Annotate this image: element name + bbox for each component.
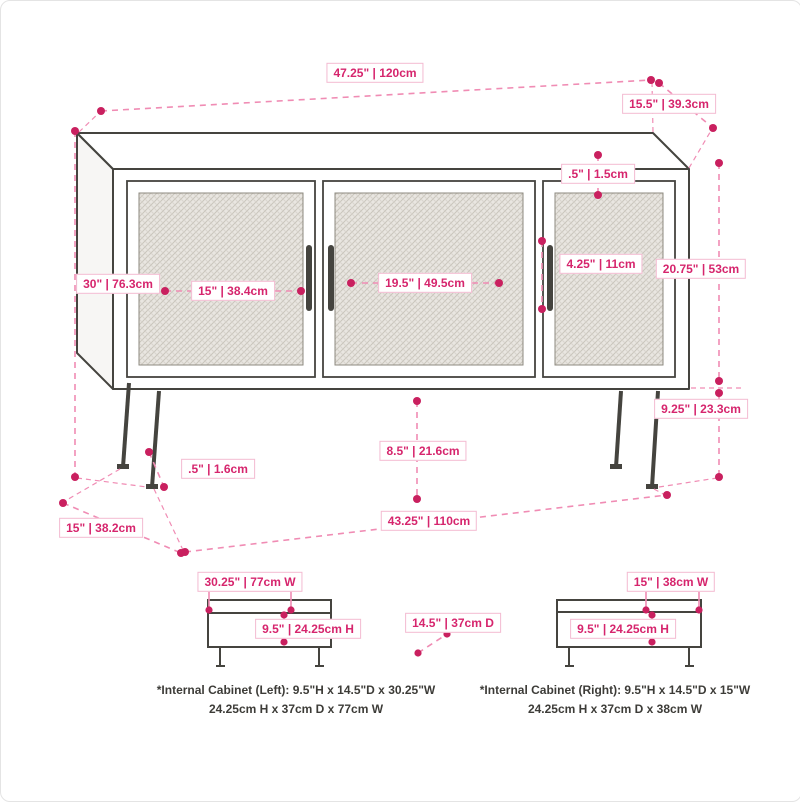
front-left-foot bbox=[146, 484, 158, 489]
dim-label-left-door-width: 15" | 38.4cm bbox=[191, 280, 275, 302]
dim-extension-line bbox=[658, 477, 718, 488]
dimension-endpoint-dot bbox=[715, 389, 723, 397]
dimension-endpoint-dot bbox=[145, 448, 153, 456]
left-door-handle bbox=[306, 245, 312, 311]
dim-label-top-width: 47.25" | 120cm bbox=[326, 62, 424, 84]
dimension-endpoint-dot bbox=[287, 606, 295, 614]
dimension-endpoint-dot bbox=[347, 279, 355, 287]
dimension-endpoint-dot bbox=[538, 305, 546, 313]
dim-label-top-depth: 15.5" | 39.3cm bbox=[622, 93, 716, 115]
dim-label-internal-left-height: 9.5" | 24.25cm H bbox=[255, 618, 361, 640]
dim-label-frame-thickness: .5" | 1.5cm bbox=[561, 163, 635, 185]
dimension-endpoint-dot bbox=[715, 159, 723, 167]
dim-extension-line bbox=[64, 468, 121, 502]
dim-label-internal-right-width: 15" | 38cm W bbox=[626, 571, 716, 593]
dim-label-leg-thickness: .5" | 1.6cm bbox=[181, 458, 255, 480]
dimension-endpoint-dot bbox=[647, 76, 655, 84]
dimension-endpoint-dot bbox=[695, 606, 703, 614]
dim-label-middle-door-width: 19.5" | 49.5cm bbox=[378, 272, 472, 294]
back-right-leg bbox=[614, 390, 623, 468]
dim-label-internal-left-width: 30.25" | 77cm W bbox=[197, 571, 303, 593]
dimension-endpoint-dot bbox=[655, 79, 663, 87]
dimension-endpoint-dot bbox=[97, 107, 105, 115]
dimension-endpoint-dot bbox=[495, 279, 503, 287]
dimension-endpoint-dot bbox=[413, 397, 421, 405]
dimension-endpoint-dot bbox=[413, 495, 421, 503]
front-right-foot bbox=[646, 484, 658, 489]
dimension-endpoint-dot bbox=[648, 611, 656, 619]
dim-label-internal-right-height: 9.5" | 24.25cm H bbox=[570, 618, 676, 640]
internal-left-caption-line2: 24.25cm H x 37cm D x 77cm W bbox=[208, 702, 384, 717]
dimension-endpoint-dot bbox=[709, 124, 717, 132]
dim-label-internal-depth: 14.5" | 37cm D bbox=[405, 612, 501, 634]
dim-label-height: 30" | 76.3cm bbox=[76, 273, 160, 295]
right-door-handle bbox=[547, 245, 553, 311]
internal-left-caption: *Internal Cabinet (Left): 9.5"H x 14.5"D… bbox=[157, 681, 435, 719]
internal-right-caption: *Internal Cabinet (Right): 9.5"H x 14.5"… bbox=[480, 681, 750, 719]
dim-label-handle-length: 4.25" | 11cm bbox=[559, 253, 643, 275]
dimension-endpoint-dot bbox=[414, 649, 422, 657]
dim-extension-line bbox=[153, 488, 184, 551]
dimension-endpoint-dot bbox=[59, 499, 67, 507]
back-left-foot bbox=[117, 464, 129, 469]
dimension-endpoint-dot bbox=[297, 287, 305, 295]
dim-extension-line bbox=[76, 477, 148, 488]
dimension-endpoint-dot bbox=[160, 483, 168, 491]
dimension-endpoint-dot bbox=[715, 473, 723, 481]
dimension-endpoint-dot bbox=[538, 237, 546, 245]
middle-door-handle bbox=[328, 245, 334, 311]
dimension-endpoint-dot bbox=[71, 127, 79, 135]
dimension-endpoint-dot bbox=[280, 611, 288, 619]
dimension-endpoint-dot bbox=[205, 606, 213, 614]
dim-label-base-depth: 15" | 38.2cm bbox=[59, 517, 143, 539]
dim-label-leg-height: 9.25" | 23.3cm bbox=[654, 398, 748, 420]
back-left-leg bbox=[121, 382, 131, 468]
dimension-lines bbox=[59, 76, 745, 557]
dimension-endpoint-dot bbox=[594, 151, 602, 159]
dimension-endpoint-dot bbox=[715, 377, 723, 385]
dimension-endpoint-dot bbox=[280, 638, 288, 646]
dim-label-base-width: 43.25" | 110cm bbox=[380, 510, 478, 532]
internal-right-caption-line2: 24.25cm H x 37cm D x 38cm W bbox=[527, 702, 703, 717]
left-door-rattan-panel bbox=[138, 192, 304, 366]
back-right-foot bbox=[610, 464, 622, 469]
dimension-endpoint-dot bbox=[648, 638, 656, 646]
dimension-endpoint-dot bbox=[594, 191, 602, 199]
dimension-endpoint-dot bbox=[642, 606, 650, 614]
dimension-endpoint-dot bbox=[663, 491, 671, 499]
cabinet-line-art bbox=[76, 132, 690, 489]
dim-internal-depth-line bbox=[417, 633, 448, 654]
internal-right-box bbox=[556, 599, 702, 648]
internal-left-caption-line1: *Internal Cabinet (Left): 9.5"H x 14.5"D… bbox=[156, 683, 436, 697]
dimension-endpoint-dot bbox=[181, 548, 189, 556]
dim-top-width-line bbox=[100, 79, 652, 112]
dim-label-door-height: 20.75" | 53cm bbox=[655, 258, 747, 280]
dim-extension-line bbox=[78, 110, 102, 133]
dimension-endpoint-dot bbox=[161, 287, 169, 295]
cabinet-left-side-panel bbox=[76, 132, 114, 390]
dim-extension-line bbox=[688, 128, 713, 169]
front-left-leg bbox=[150, 390, 161, 488]
dimension-endpoint-dot bbox=[71, 473, 79, 481]
internal-right-caption-line1: *Internal Cabinet (Right): 9.5"H x 14.5"… bbox=[479, 683, 751, 697]
right-door-rattan-panel bbox=[554, 192, 664, 366]
dim-label-floor-clearance: 8.5" | 21.6cm bbox=[379, 440, 467, 462]
